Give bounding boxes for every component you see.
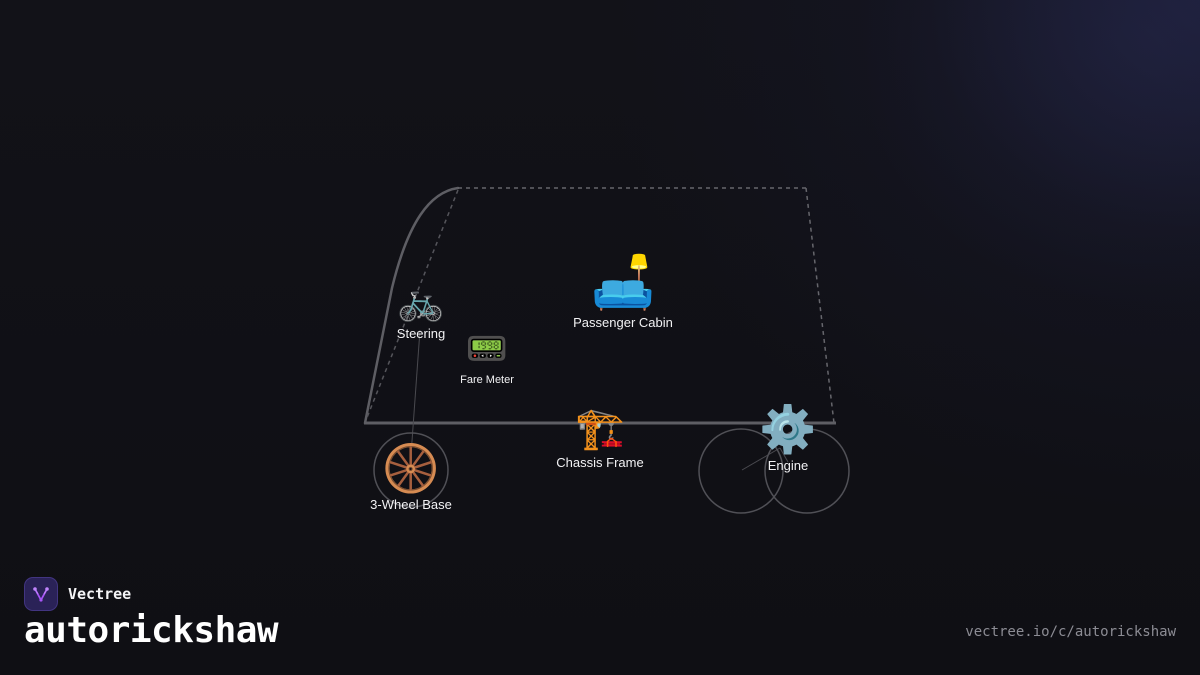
- windshield-dashed-line: [365, 189, 459, 421]
- node-label: 3-Wheel Base: [370, 497, 452, 512]
- brand[interactable]: Vectree: [24, 577, 131, 611]
- node-label: Steering: [396, 326, 446, 341]
- node-steering[interactable]: 🚲 Steering: [397, 282, 445, 341]
- node-wheel-base[interactable]: 🛞 3-Wheel Base: [370, 445, 452, 512]
- steering-column-line: [410, 329, 421, 456]
- front-wheel-circle: [373, 432, 449, 508]
- vectree-logo-icon: [24, 577, 58, 611]
- node-fare-meter[interactable]: 📟 Fare Meter: [460, 332, 514, 386]
- node-chassis-frame[interactable]: 🏗️ Chassis Frame: [556, 409, 643, 470]
- bicycle-icon: 🚲: [397, 279, 445, 323]
- node-label: Engine: [767, 458, 809, 473]
- back-dashed-line: [805, 187, 835, 424]
- couch-and-lamp-icon: 🛋️: [590, 253, 656, 313]
- node-label: Passenger Cabin: [573, 315, 673, 330]
- page-url-link[interactable]: vectree.io/c/autorickshaw: [965, 624, 1176, 640]
- node-passenger-cabin[interactable]: 🛋️ Passenger Cabin: [573, 257, 673, 330]
- rear-right-wheel-circle: [764, 428, 850, 514]
- wheel-icon: 🛞: [382, 441, 440, 495]
- front-profile-line: [363, 186, 460, 425]
- node-label: Fare Meter: [460, 374, 514, 386]
- page-title: autorickshaw: [24, 610, 279, 651]
- building-construction-icon: 🏗️: [575, 406, 625, 452]
- node-label: Chassis Frame: [556, 455, 644, 470]
- gear-icon: ⚙️: [759, 402, 817, 456]
- pager-icon: 📟: [465, 329, 509, 369]
- engine-connector-line: [741, 447, 781, 471]
- brand-name: Vectree: [68, 585, 132, 603]
- engine-connector-line-2: [779, 447, 789, 463]
- node-engine[interactable]: ⚙️ Engine: [759, 406, 816, 473]
- rear-left-wheel-circle: [698, 428, 784, 514]
